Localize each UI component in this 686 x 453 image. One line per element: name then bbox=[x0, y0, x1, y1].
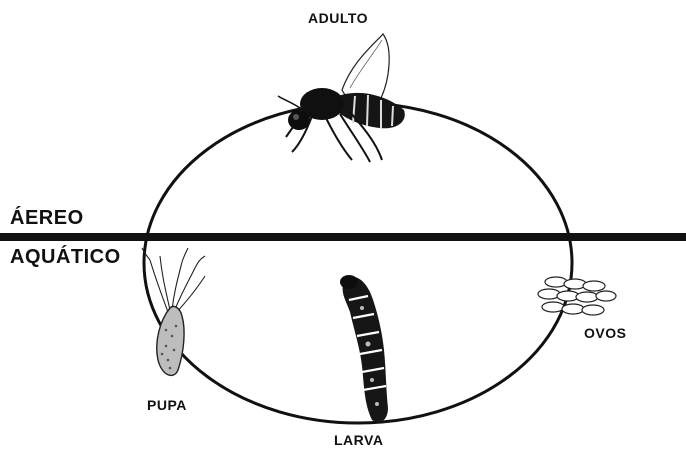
eggs-cluster-icon bbox=[538, 277, 616, 315]
adult-fly-icon bbox=[278, 34, 405, 162]
label-air-environment: ÁEREO bbox=[10, 208, 84, 228]
label-pupa: PUPA bbox=[147, 398, 187, 412]
label-water-environment: AQUÁTICO bbox=[10, 247, 121, 267]
label-larva: LARVA bbox=[334, 433, 383, 447]
larva-icon bbox=[340, 275, 388, 422]
life-cycle-loop bbox=[144, 103, 572, 423]
label-adult: ADULTO bbox=[308, 11, 368, 25]
air-water-boundary bbox=[0, 233, 686, 241]
label-eggs: OVOS bbox=[584, 326, 626, 340]
pupa-icon bbox=[142, 248, 205, 375]
